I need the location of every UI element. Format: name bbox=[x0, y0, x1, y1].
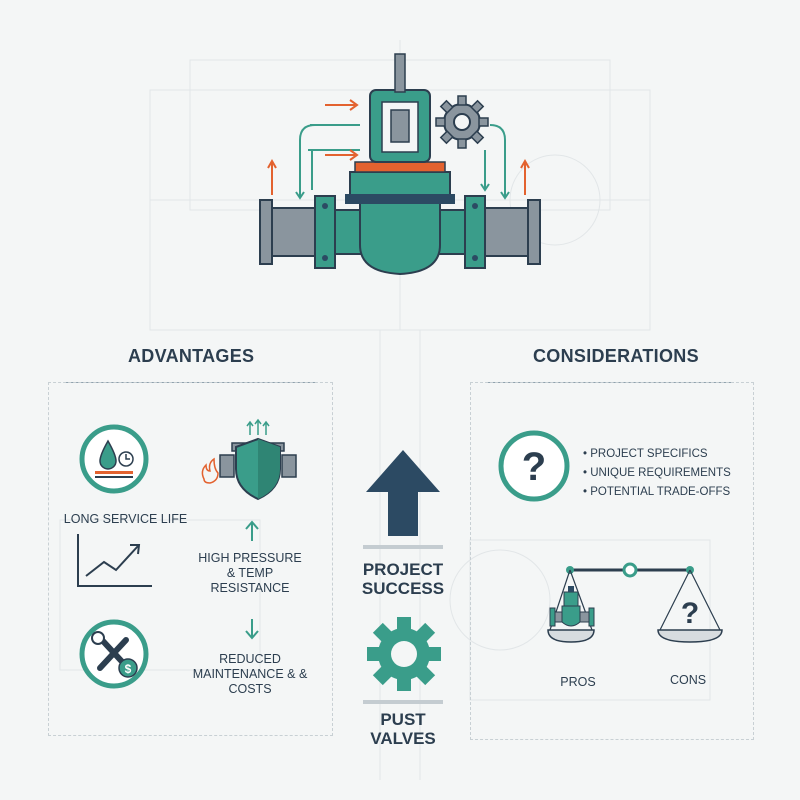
pust-valves-label: PUST VALVES bbox=[370, 710, 436, 748]
svg-text:$: $ bbox=[125, 662, 132, 676]
left-pipe bbox=[267, 207, 321, 257]
bullet-unique-requirements: UNIQUE REQUIREMENTS bbox=[583, 464, 731, 483]
divider-bar-2 bbox=[363, 700, 443, 704]
svg-text:?: ? bbox=[522, 445, 546, 489]
shield-valve-icon bbox=[201, 418, 297, 501]
mini-valve-icon bbox=[549, 586, 595, 627]
long-service-life-label: LONG SERVICE LIFE bbox=[63, 512, 188, 526]
right-flange-outer bbox=[527, 199, 541, 265]
right-pipe bbox=[479, 207, 533, 257]
balance-scale-icon: ? bbox=[547, 562, 723, 643]
oil-drop-clock-icon bbox=[79, 424, 149, 494]
considerations-title: CONSIDERATIONS bbox=[533, 346, 699, 366]
pros-label: PROS bbox=[560, 675, 596, 689]
bullet-trade-offs: POTENTIAL TRADE-OFFS bbox=[583, 483, 731, 502]
down-arrow-icon bbox=[245, 619, 259, 640]
gear-icon bbox=[435, 95, 489, 149]
reduced-maintenance-label: REDUCED MAINTENANCE & & COSTS bbox=[192, 652, 308, 696]
center-gear-icon bbox=[367, 617, 441, 691]
considerations-panel bbox=[470, 382, 754, 740]
bullet-project-specifics: PROJECT SPECIFICS bbox=[583, 445, 731, 464]
wrench-money-icon: $ bbox=[79, 619, 149, 689]
bonnet-base bbox=[345, 194, 455, 204]
high-pressure-label: HIGH PRESSURE & TEMP RESISTANCE bbox=[198, 551, 302, 595]
stem bbox=[394, 53, 406, 93]
valve-body bbox=[359, 199, 441, 276]
project-success-label: PROJECT SUCCESS bbox=[361, 560, 445, 598]
orange-seal bbox=[354, 161, 446, 173]
big-up-arrow-icon bbox=[366, 450, 440, 536]
up-arrow-icon bbox=[245, 520, 259, 541]
svg-text:?: ? bbox=[681, 597, 699, 630]
valve-illustration bbox=[259, 53, 541, 276]
question-mark-icon: ? bbox=[498, 430, 570, 502]
considerations-bullets: PROJECT SPECIFICS UNIQUE REQUIREMENTS PO… bbox=[583, 445, 731, 502]
advantages-title: ADVANTAGES bbox=[128, 346, 255, 366]
cons-label: CONS bbox=[669, 673, 707, 687]
stem-block bbox=[390, 109, 410, 143]
divider-bar-1 bbox=[363, 545, 443, 549]
left-flange-outer bbox=[259, 199, 273, 265]
advantages-panel bbox=[48, 382, 333, 736]
trend-chart-icon bbox=[77, 534, 152, 587]
